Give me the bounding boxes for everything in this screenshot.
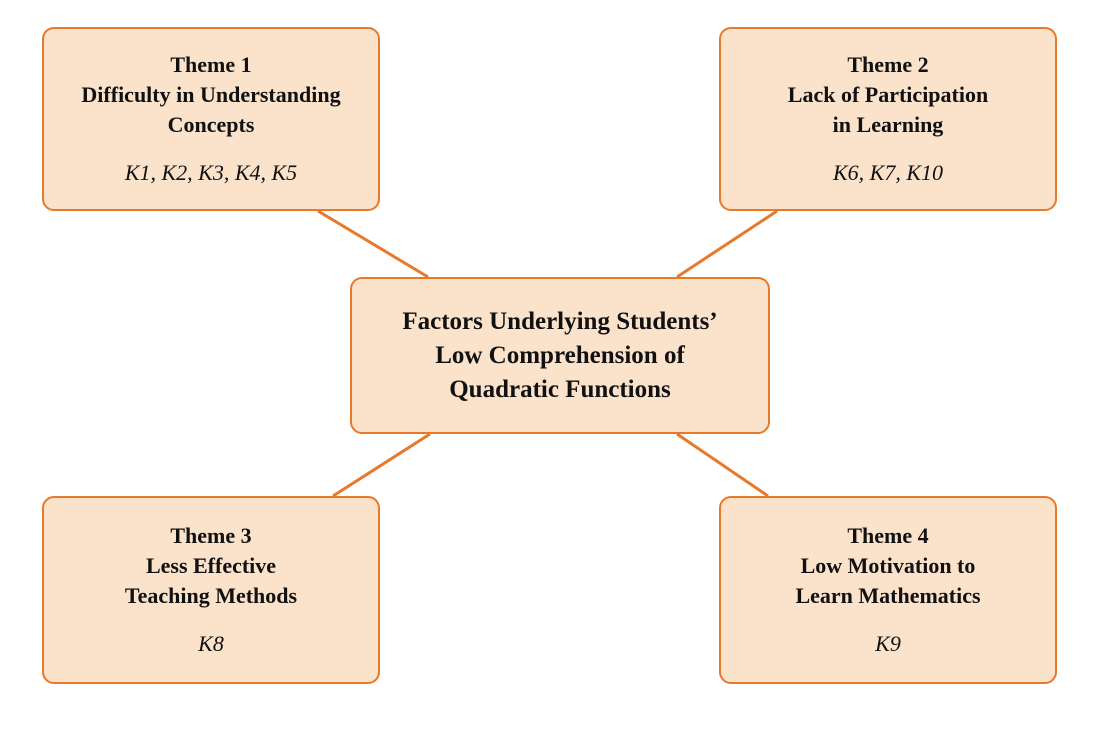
theme-title: Theme 4 — [847, 523, 929, 548]
central-topic-title: Factors Underlying Students’ Low Compreh… — [402, 307, 718, 403]
theme-subtitle: Less Effective Teaching Methods — [124, 553, 298, 608]
theme-subtitle: Lack of Participation in Learning — [787, 82, 989, 137]
theme-title: Theme 2 — [847, 52, 929, 77]
theme-codes: K9 — [875, 631, 901, 656]
theme-box-4: Theme 4 Low Motivation to Learn Mathemat… — [719, 496, 1057, 684]
connector-theme4 — [676, 432, 769, 498]
theme-box-3: Theme 3 Less Effective Teaching Methods … — [42, 496, 380, 684]
theme-box-2: Theme 2 Lack of Participation in Learnin… — [719, 27, 1057, 211]
theme-title: Theme 3 — [170, 523, 252, 548]
theme-codes: K6, K7, K10 — [832, 160, 944, 185]
central-topic-box: Factors Underlying Students’ Low Compreh… — [350, 277, 770, 434]
connector-theme1 — [317, 209, 429, 279]
theme-subtitle: Difficulty in Understanding Concepts — [81, 82, 341, 137]
theme-codes: K1, K2, K3, K4, K5 — [124, 160, 298, 185]
connector-theme3 — [332, 432, 431, 498]
theme-title: Theme 1 — [170, 52, 252, 77]
connector-theme2 — [676, 209, 778, 279]
theme-codes: K8 — [198, 631, 224, 656]
theme-subtitle: Low Motivation to Learn Mathematics — [795, 553, 981, 608]
theme-box-1: Theme 1 Difficulty in Understanding Conc… — [42, 27, 380, 211]
